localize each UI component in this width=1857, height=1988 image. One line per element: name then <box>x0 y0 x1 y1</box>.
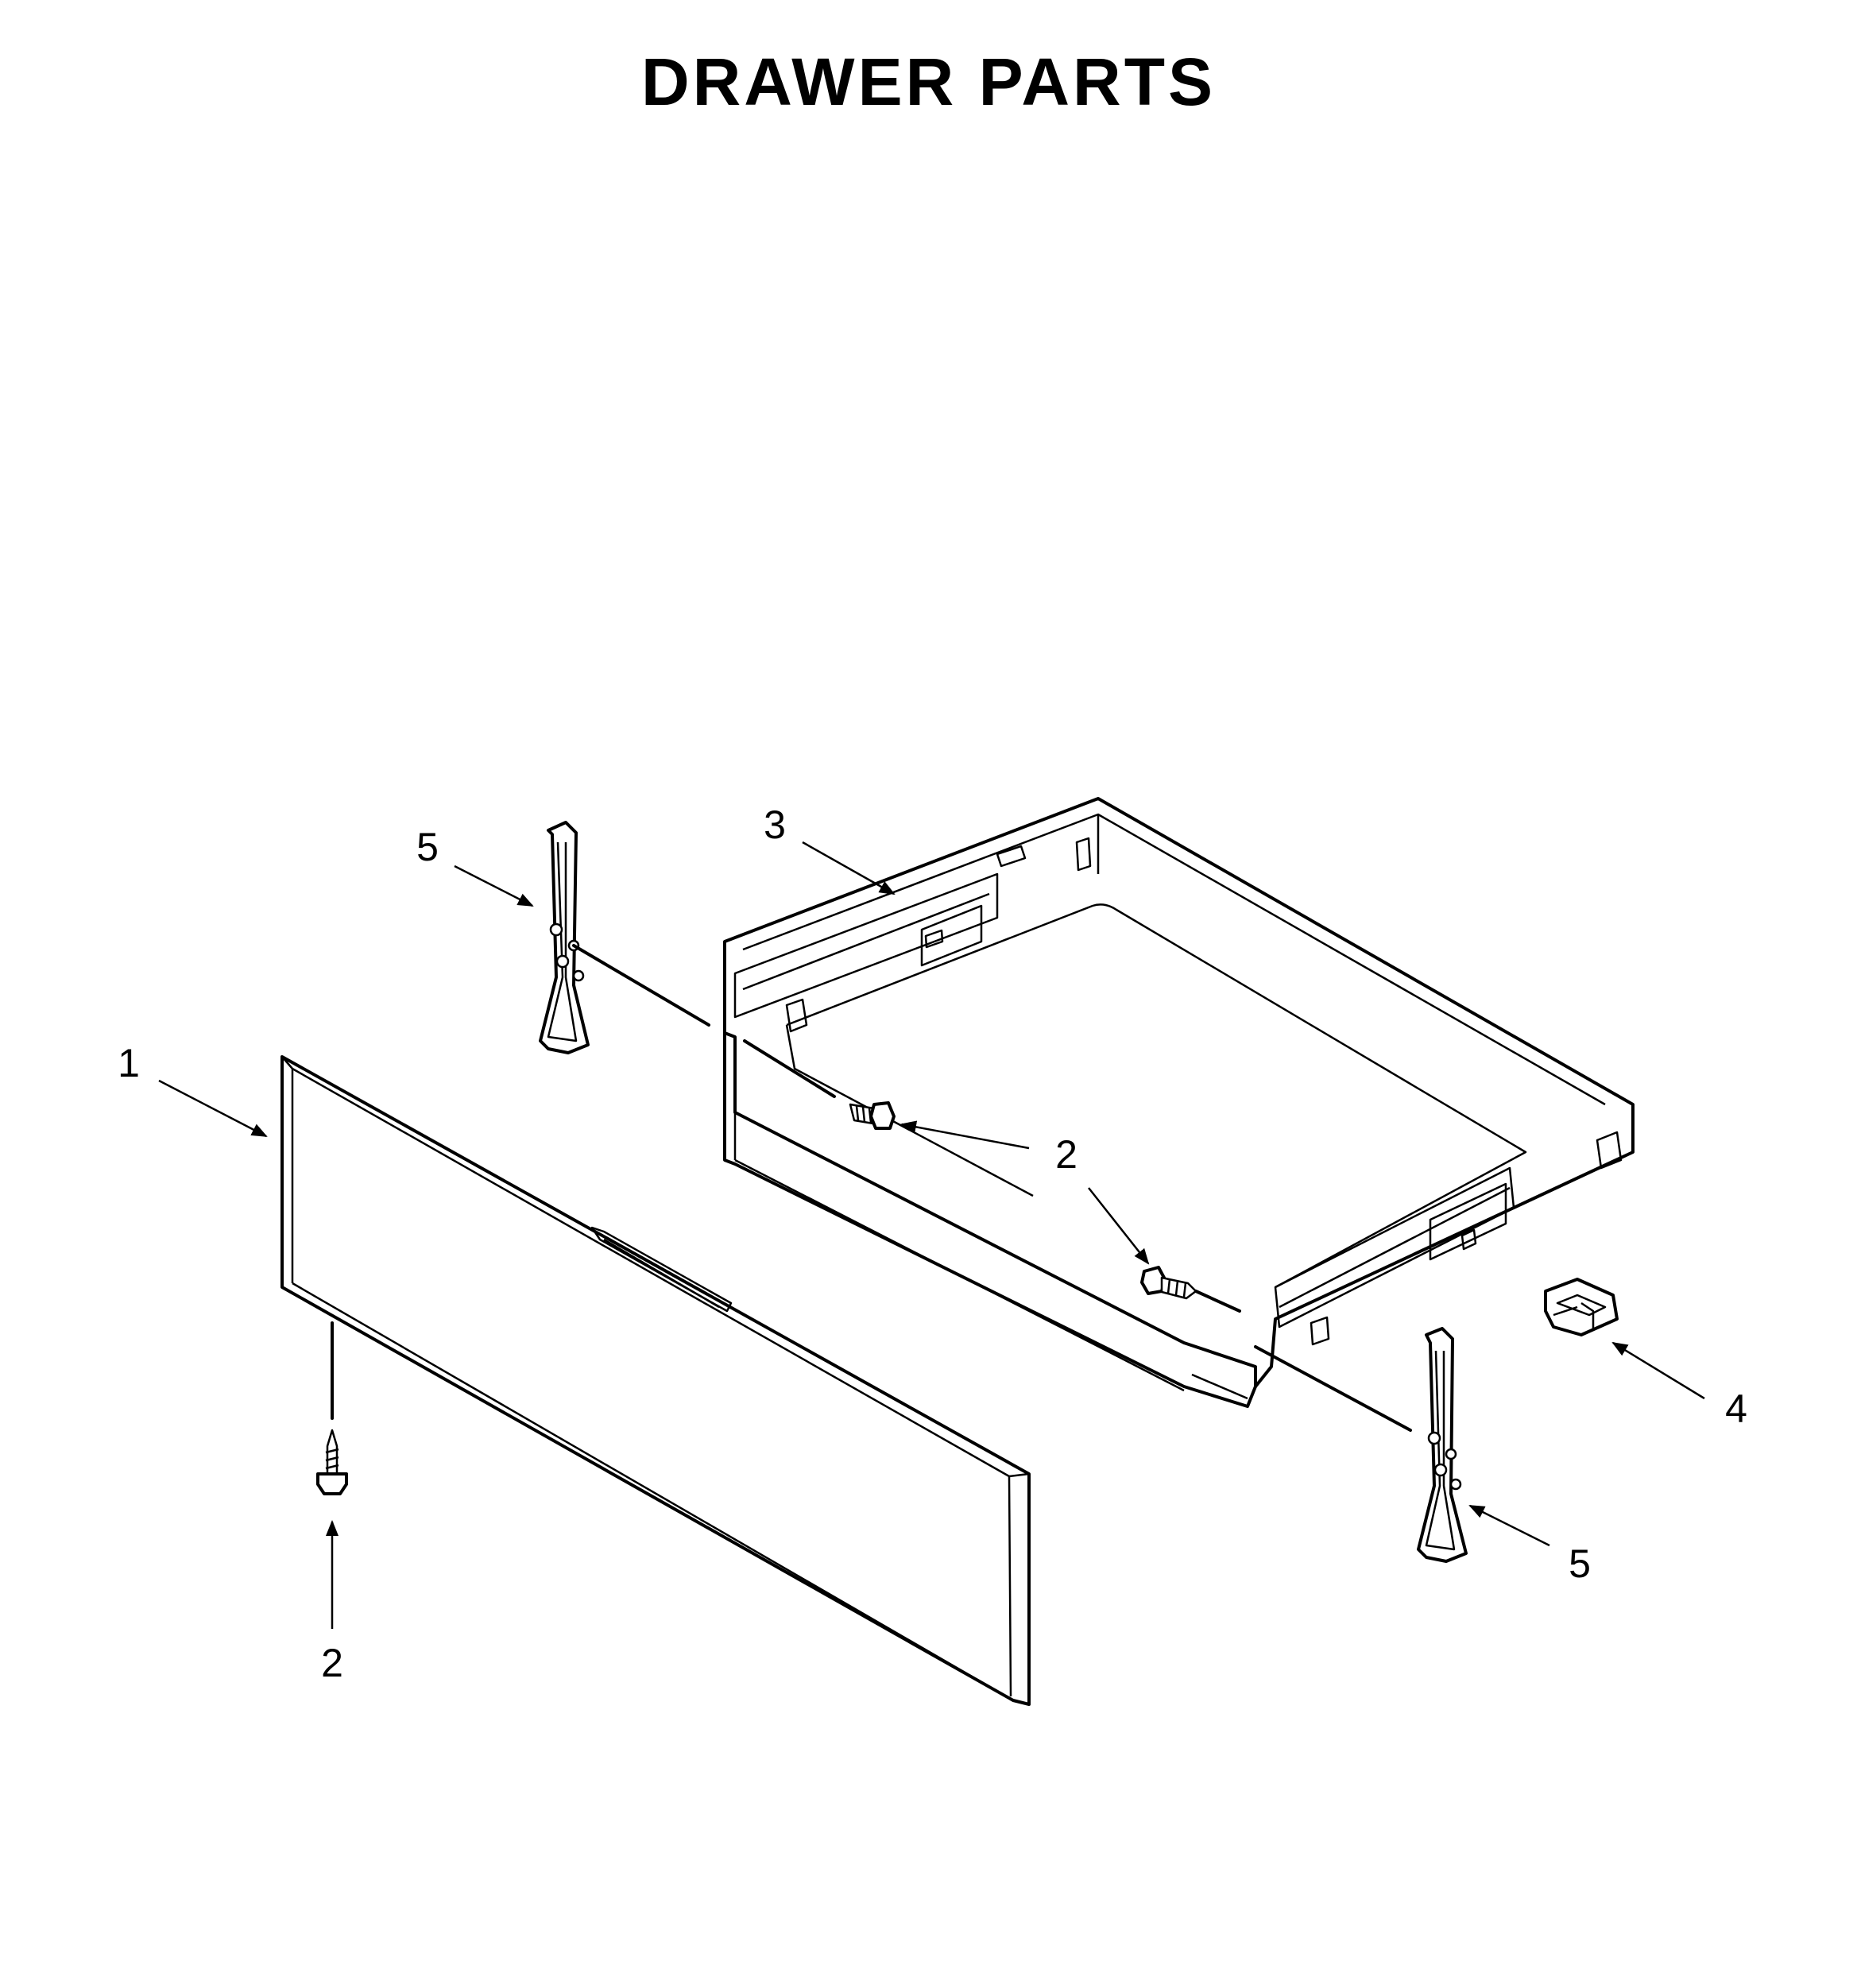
drawer-body <box>723 797 1635 1408</box>
arrow-clip <box>1611 1341 1705 1400</box>
drawer-glide-left <box>539 821 590 1054</box>
screw-middle-left <box>849 1101 896 1130</box>
drawer-glide-right <box>1417 1327 1468 1563</box>
arrow-screw-middle-right <box>1088 1187 1150 1265</box>
arrow-glide-left <box>454 864 534 907</box>
leader-arrows <box>158 841 1705 1629</box>
callout-screw-bottom-left: 2 <box>321 1641 343 1685</box>
arrow-drawer-front <box>158 1079 268 1138</box>
callout-drawer-body: 3 <box>764 803 786 847</box>
callout-drawer-front: 1 <box>118 1041 140 1085</box>
drawer-clip <box>1544 1278 1619 1336</box>
assembly-line-left-glide-2 <box>743 1039 836 1098</box>
callout-glide-right: 5 <box>1569 1541 1591 1586</box>
assembly-line-right-glide <box>1254 1345 1412 1432</box>
assembly-line-left-glide <box>572 944 710 1027</box>
screw-bottom-left <box>316 1429 348 1495</box>
arrow-drawer-body <box>802 841 896 895</box>
assembly-line-right-screw <box>1194 1290 1241 1313</box>
callout-screw-right: 2 <box>1055 1132 1077 1177</box>
drawer-front-panel <box>280 1055 1031 1706</box>
arrow-glide-right <box>1468 1504 1550 1547</box>
arrow-screw-middle-left <box>900 1120 1030 1150</box>
callout-glide-left: 5 <box>416 825 439 869</box>
callout-clip: 4 <box>1725 1387 1747 1431</box>
assembly-lines <box>331 944 1412 1432</box>
callout-labels: 5 3 1 2 4 5 2 <box>118 803 1747 1685</box>
page-title: DRAWER PARTS <box>640 44 1217 119</box>
screw-middle-right <box>1140 1266 1197 1300</box>
